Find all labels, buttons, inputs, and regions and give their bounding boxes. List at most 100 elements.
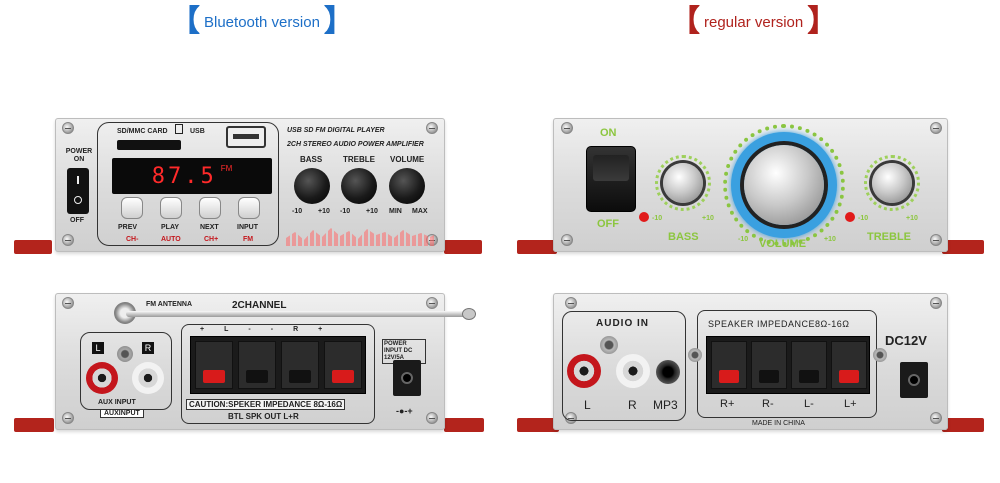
input-screw-icon xyxy=(600,336,618,354)
usb-port[interactable] xyxy=(226,126,266,148)
speaker-terminal[interactable] xyxy=(281,341,319,389)
red-foot xyxy=(444,418,484,432)
play-label: PLAY xyxy=(161,224,180,231)
speaker-terminal-block xyxy=(706,336,870,394)
power-rocker-switch[interactable] xyxy=(586,146,636,212)
screw-icon xyxy=(62,412,74,424)
screw-icon xyxy=(62,122,74,134)
prev-button[interactable] xyxy=(121,197,143,219)
volume-knob[interactable] xyxy=(744,145,824,225)
regular-version-label: regular version xyxy=(704,13,804,31)
next-label: NEXT xyxy=(200,224,219,231)
volume-knob[interactable] xyxy=(389,168,425,204)
2channel-label: 2CHANNEL xyxy=(232,300,287,311)
speaker-terminal[interactable] xyxy=(831,341,867,389)
left-bracket-icon: 【 xyxy=(170,5,200,38)
speaker-terminal[interactable] xyxy=(711,341,747,389)
treble-knob[interactable] xyxy=(341,168,377,204)
red-foot xyxy=(517,418,559,432)
antenna-mount xyxy=(114,302,136,324)
dc-power-jack[interactable] xyxy=(900,362,928,398)
fm-antenna[interactable] xyxy=(126,311,476,317)
screw-icon xyxy=(426,412,438,424)
speaker-terminal[interactable] xyxy=(238,341,276,389)
terminal-r-minus: R- xyxy=(762,398,774,410)
display-unit: FM xyxy=(220,164,233,173)
speaker-terminal[interactable] xyxy=(751,341,787,389)
volume-label: VOLUME xyxy=(759,238,807,250)
screw-icon xyxy=(561,122,573,134)
audio-left-jack[interactable] xyxy=(567,354,601,388)
speaker-impedance-label: SPEAKER IMPEDANCE8Ω-16Ω xyxy=(708,319,850,329)
screw-icon xyxy=(426,122,438,134)
terminal-label: R xyxy=(293,326,319,333)
screw-icon xyxy=(930,412,942,424)
bass-led-indicator xyxy=(639,212,649,222)
fm-antenna-label: FM ANTENNA xyxy=(146,301,193,308)
jack-r-label: R xyxy=(142,342,154,354)
screw-icon xyxy=(62,234,74,246)
mp3-label: MP3 xyxy=(653,398,678,412)
dc-power-jack[interactable] xyxy=(393,360,421,396)
power-switch[interactable] xyxy=(67,168,89,214)
volume-max: MAX xyxy=(412,208,428,215)
btl-label: BTL SPK OUT L+R xyxy=(228,412,299,421)
input-button[interactable] xyxy=(238,197,260,219)
red-foot xyxy=(517,240,557,254)
play-button[interactable] xyxy=(160,197,182,219)
prev-label: PREV xyxy=(118,224,138,231)
volume-min: MIN xyxy=(389,208,402,215)
left-bracket-icon: 【 xyxy=(670,5,700,38)
terminal-l-plus: L+ xyxy=(844,398,857,410)
terminal-label: - xyxy=(270,326,294,333)
terminal-label: L xyxy=(224,326,249,333)
speaker-output-frame xyxy=(697,310,877,418)
input-label: INPUT xyxy=(237,224,258,231)
red-foot xyxy=(14,240,52,254)
speaker-terminal[interactable] xyxy=(324,341,362,389)
next-button[interactable] xyxy=(199,197,221,219)
caution-label: CAUTION:SPEKER IMPEDANCE 8Ω-16Ω xyxy=(186,399,346,410)
treble-led-indicator xyxy=(845,212,855,222)
audio-in-label: AUDIO IN xyxy=(596,318,649,329)
aux-input-label-2: AUXINPUT xyxy=(100,409,144,418)
screw-icon xyxy=(426,297,438,309)
off-label: OFF xyxy=(597,218,619,230)
red-foot xyxy=(942,240,984,254)
speaker-terminal[interactable] xyxy=(195,341,233,389)
aux-screw-icon xyxy=(117,346,133,362)
dc12v-label: DC12V xyxy=(885,333,927,348)
speaker-output-frame xyxy=(181,324,375,424)
bass-min: -10 xyxy=(292,208,303,215)
right-bracket-icon: 】 xyxy=(323,5,354,38)
speaker-terminal[interactable] xyxy=(791,341,827,389)
terminal-polarity-labels: +L--R+ xyxy=(200,326,342,333)
terminal-label: + xyxy=(200,326,225,333)
audio-r-label: R xyxy=(628,398,637,412)
screw-icon xyxy=(565,297,577,309)
antenna-tip xyxy=(462,308,476,320)
sd-card-slot[interactable] xyxy=(117,140,181,150)
on-label: ON xyxy=(600,127,617,139)
aux-left-jack[interactable] xyxy=(86,362,118,394)
ch-plus-label: CH+ xyxy=(204,236,219,243)
player-module xyxy=(97,122,279,246)
bass-min: -10 xyxy=(652,215,663,222)
auto-label: AUTO xyxy=(161,236,181,243)
usb-label: USB xyxy=(190,128,205,135)
screw-icon xyxy=(930,122,942,134)
mp3-jack[interactable] xyxy=(656,360,680,384)
treble-knob[interactable] xyxy=(872,163,912,203)
amplifier-title: 2CH STEREO AUDIO POWER AMPLIFIER xyxy=(287,141,424,148)
bass-knob[interactable] xyxy=(294,168,330,204)
player-title: USB SD FM DIGITAL PLAYER xyxy=(287,127,385,134)
bass-knob[interactable] xyxy=(663,163,703,203)
screw-icon xyxy=(561,234,573,246)
audio-right-jack[interactable] xyxy=(616,354,650,388)
bass-max: +10 xyxy=(318,208,330,215)
aux-right-jack[interactable] xyxy=(132,362,164,394)
regular-version-header: 【 regular version 】 xyxy=(670,4,837,40)
led-display: 87.5 FM xyxy=(112,158,272,194)
aux-input-label: AUX INPUT xyxy=(98,399,136,406)
bluetooth-version-header: 【 Bluetooth version 】 xyxy=(170,4,354,40)
